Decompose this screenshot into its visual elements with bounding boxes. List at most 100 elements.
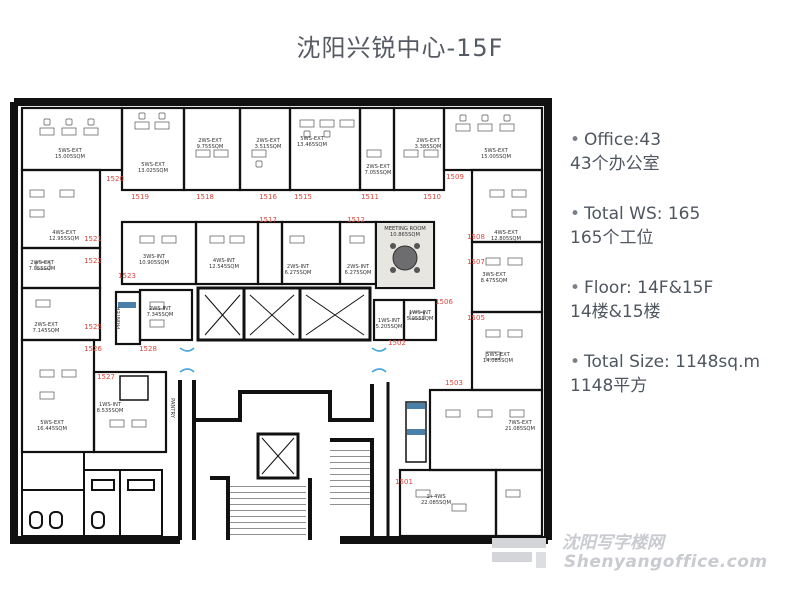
- room-number: 1506: [435, 298, 453, 306]
- stairs-right: [330, 448, 370, 508]
- size-en: Total Size: 1148sq.m: [584, 352, 761, 372]
- room-number: 1505: [467, 314, 485, 322]
- room-label: 5WS-EXT: [58, 148, 82, 154]
- meeting-table: [390, 243, 420, 273]
- floor-cn: 14楼&15楼: [570, 302, 661, 322]
- room-label: 5WS-EXT: [484, 148, 508, 154]
- pantry-label: PANTRY: [169, 398, 175, 419]
- room-label: 22.085SQM: [421, 500, 451, 506]
- room-number: 1510: [423, 193, 441, 201]
- service-core: [178, 380, 390, 540]
- stairs-lower: [230, 486, 306, 538]
- room-label: 2WS-INT: [149, 306, 172, 312]
- elevator-core: [196, 286, 372, 342]
- room-label: 16.445SQM: [37, 426, 67, 432]
- room-label: 1WS-INT: [99, 402, 122, 408]
- room-label: 5.955SQM: [407, 316, 434, 322]
- room-label: 4WS-EXT: [52, 230, 76, 236]
- room-number: 1507: [467, 258, 485, 266]
- room-number: 1512: [347, 216, 365, 224]
- inner-offices: [114, 220, 438, 346]
- room-label: 13.465SQM: [297, 142, 327, 148]
- room-label: 1WS-INT: [409, 310, 432, 316]
- room-label: 4WS-EXT: [494, 230, 518, 236]
- room-label: 5WS-EXT: [300, 136, 324, 142]
- room-label: 3.385SQM: [415, 144, 442, 150]
- room-number: 1527: [97, 373, 115, 381]
- room-label: 7.055SQM: [365, 170, 392, 176]
- room-label: 2WS-INT: [347, 264, 370, 270]
- room-label: 12.955SQM: [49, 236, 79, 242]
- watermark-logo-icon: [492, 538, 546, 568]
- room-label: 21.085SQM: [505, 426, 535, 432]
- room-number: 1509: [446, 173, 464, 181]
- room-number: 1528: [139, 345, 157, 353]
- room-label: MEETING ROOM: [384, 226, 426, 232]
- room-label: 2WS-INT: [287, 264, 310, 270]
- office-count-en: Office:43: [584, 130, 662, 150]
- room-number: 1526: [84, 345, 102, 353]
- outer-walls: [10, 98, 552, 544]
- room-number: 1521: [84, 235, 102, 243]
- restrooms: [21, 451, 163, 537]
- watermark: 沈阳写字楼网 Shenyangoffice.com: [490, 528, 790, 578]
- workstation-count-en: Total WS: 165: [584, 204, 701, 224]
- room-label: 1+4WS: [426, 494, 445, 500]
- right-office-column: [398, 168, 544, 538]
- room-label: 5WS-EXT: [40, 420, 64, 426]
- size-cn: 1148平方: [570, 376, 648, 396]
- room-label: 3WS-INT: [143, 254, 166, 260]
- watermark-text-en: Shenyangoffice.com: [564, 552, 768, 572]
- room-label: 13.025SQM: [138, 168, 168, 174]
- floor-en: Floor: 14F&15F: [584, 278, 714, 298]
- room-label: 15.005SQM: [55, 154, 85, 160]
- floor-stat: •Floor: 14F&15F 14楼&15楼: [570, 276, 795, 324]
- glass-doors: [179, 347, 387, 373]
- room-label: 2WS-EXT: [198, 138, 222, 144]
- room-number: 1508: [467, 233, 485, 241]
- room-label: 2WS-EXT: [256, 138, 280, 144]
- room-label: 8.475SQM: [481, 278, 508, 284]
- room-label: 1WS-INT: [378, 318, 401, 324]
- office-stat: •Office:43 43个办公室: [570, 128, 795, 176]
- room-label: 5WS-EXT: [486, 352, 510, 358]
- workstation-stat: •Total WS: 165 165个工位: [570, 202, 795, 250]
- room-label: 7.055SQM: [29, 266, 56, 272]
- office-count-cn: 43个办公室: [570, 154, 660, 174]
- room-label: 5WS-EXT: [141, 162, 165, 168]
- size-stat: •Total Size: 1148sq.m 1148平方: [570, 350, 795, 398]
- room-label: 12.805SQM: [491, 236, 521, 242]
- room-label: 2WS-EXT: [416, 138, 440, 144]
- room-label: 7.145SQM: [33, 328, 60, 334]
- room-label: 9.755SQM: [197, 144, 224, 150]
- room-label: 15.005SQM: [481, 154, 511, 160]
- room-label: 7WS-EXT: [508, 420, 532, 426]
- room-numbers: 1520 1519 1518 1516 1515 1511 1510 1509 …: [84, 173, 485, 486]
- room-label: 2WS-EXT: [34, 322, 58, 328]
- room-number: 1515: [294, 193, 312, 201]
- room-number: 1522: [84, 257, 102, 265]
- stats-panel: •Office:43 43个办公室 •Total WS: 165 165个工位 …: [570, 128, 795, 424]
- room-number: 1523: [118, 272, 136, 280]
- room-number: 1518: [196, 193, 214, 201]
- room-number: 1516: [259, 193, 277, 201]
- room-label: 4WS-INT: [213, 258, 236, 264]
- room-label: 12.545SQM: [209, 264, 239, 270]
- printer-label: PRINTER: [116, 307, 122, 330]
- room-label: 2WS-EXT: [30, 260, 54, 266]
- workstation-count-cn: 165个工位: [570, 228, 654, 248]
- room-label: 6.275SQM: [345, 270, 372, 276]
- room-label: 5.205SQM: [376, 324, 403, 330]
- pantry-area: [118, 302, 427, 463]
- watermark-text-cn: 沈阳写字楼网: [562, 533, 664, 553]
- room-number: 1502: [388, 339, 406, 347]
- room-label: 10.905SQM: [139, 260, 169, 266]
- room-number: 1503: [445, 379, 463, 387]
- room-label: 7.345SQM: [147, 312, 174, 318]
- room-label: 2WS-EXT: [366, 164, 390, 170]
- room-label: 14.085SQM: [483, 358, 513, 364]
- room-number: 1519: [131, 193, 149, 201]
- room-label: 3.515SQM: [255, 144, 282, 150]
